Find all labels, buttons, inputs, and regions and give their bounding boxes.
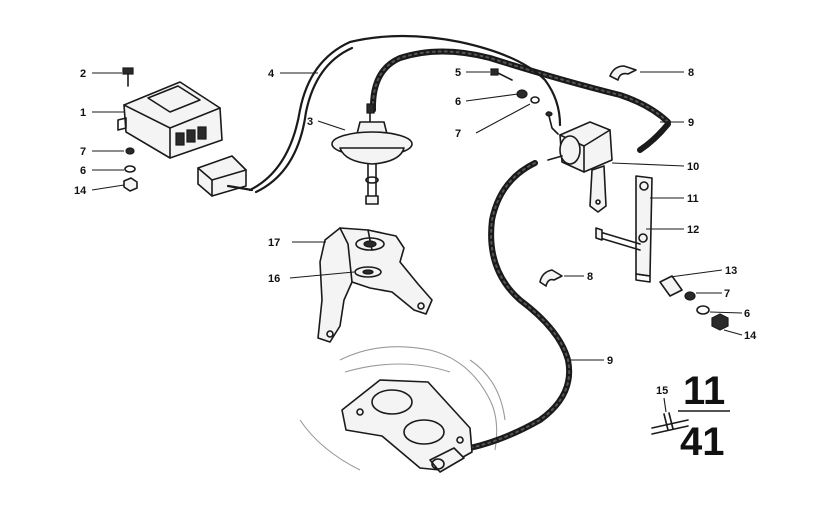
- vacuum-hose-upper: [369, 48, 671, 125]
- callout-6-left: 6: [80, 165, 86, 177]
- callout-4: 4: [268, 68, 275, 80]
- callout-17: 17: [268, 237, 280, 249]
- rubber-bushing[interactable]: [354, 266, 382, 278]
- t-piece[interactable]: [651, 412, 689, 435]
- hose-clip-8a[interactable]: [609, 65, 637, 81]
- vacuum-hose-long: [467, 160, 573, 451]
- bolt-12[interactable]: [595, 227, 641, 251]
- callout-7-top: 7: [455, 128, 461, 140]
- lock-washer-7b[interactable]: [530, 96, 540, 104]
- lock-washer-7a[interactable]: [125, 147, 135, 155]
- spacer-13[interactable]: [659, 275, 683, 297]
- leader-lines: [91, 71, 743, 413]
- callout-8-mid: 8: [587, 271, 593, 283]
- callout-14-right: 14: [744, 330, 757, 342]
- screw-5[interactable]: [490, 68, 513, 81]
- callout-14-left: 14: [74, 185, 87, 197]
- hose-clip-8b[interactable]: [539, 269, 563, 287]
- callout-12: 12: [687, 224, 699, 236]
- group-number-main: 11: [683, 369, 725, 413]
- vacuum-hose-short: [637, 121, 671, 153]
- callout-5: 5: [455, 67, 461, 79]
- control-unit[interactable]: [117, 81, 223, 159]
- intake-flange[interactable]: [341, 379, 473, 473]
- callout-2: 2: [80, 68, 86, 80]
- callout-13: 13: [725, 265, 737, 277]
- callout-8-top: 8: [688, 67, 694, 79]
- bracket[interactable]: [317, 227, 433, 343]
- callout-1: 1: [80, 107, 86, 119]
- washer-6b[interactable]: [516, 89, 528, 99]
- washer-6c[interactable]: [696, 305, 710, 315]
- washer-6a[interactable]: [124, 165, 136, 173]
- callout-10: 10: [687, 161, 699, 173]
- callout-6-right: 6: [744, 308, 750, 320]
- wiring-harness: [248, 34, 562, 194]
- callout-6-top: 6: [455, 96, 461, 108]
- group-number-sub: 41: [680, 420, 725, 464]
- callout-9-bottom: 9: [607, 355, 613, 367]
- callout-11: 11: [687, 193, 699, 205]
- connector-plug[interactable]: [197, 155, 254, 197]
- vacuum-unit[interactable]: [331, 103, 413, 205]
- vacuum-switch[interactable]: [545, 111, 613, 213]
- nut-14b[interactable]: [711, 313, 729, 331]
- callout-9-top: 9: [688, 117, 694, 129]
- nut-14a[interactable]: [123, 177, 138, 192]
- callout-7-right: 7: [724, 288, 730, 300]
- mounting-strap[interactable]: [635, 175, 653, 283]
- callout-15: 15: [656, 385, 668, 397]
- callout-7-left: 7: [80, 146, 86, 158]
- callout-3: 3: [307, 116, 313, 128]
- lock-washer-7c[interactable]: [684, 291, 696, 301]
- callout-16: 16: [268, 273, 280, 285]
- screw-2[interactable]: [122, 67, 134, 87]
- engine-outline-ghost: [299, 346, 506, 471]
